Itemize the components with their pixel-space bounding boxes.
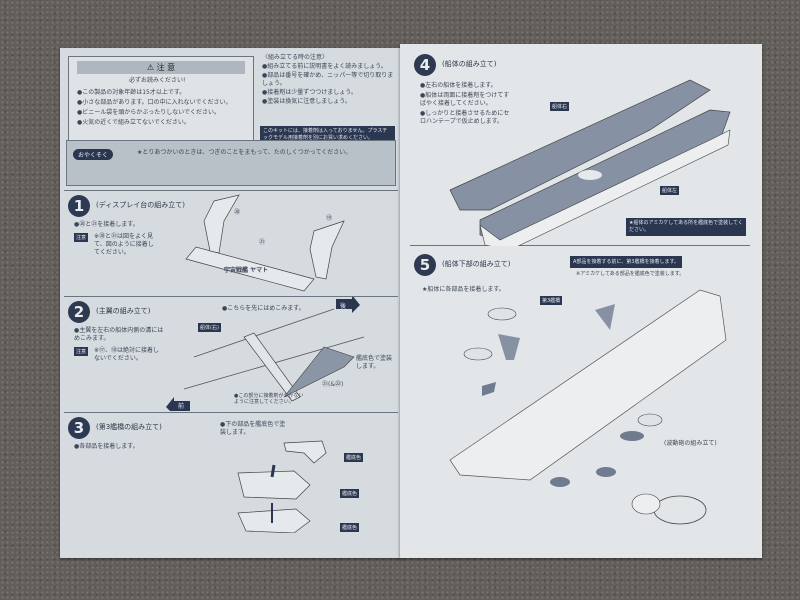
notes-title: 〈組み立てる時の注意〉 [262, 54, 329, 61]
step5-title: (船体下部の組み立て) [442, 260, 511, 268]
color-tag: 艦底色 [340, 489, 360, 498]
warning-line: ●ビニール袋を頭からかぶったりしないでください。 [77, 109, 221, 116]
step1-panel: 1 (ディスプレイ台の組み立て) ●⑳と㉑を接着します。 注意 ※⑳と㉑は図をよ… [64, 190, 398, 294]
part-label: ㉑ [259, 239, 266, 246]
warning-line: ●小さな部品があります。口の中に入れないでください。 [77, 99, 232, 106]
step2-note: ※⑰、⑱は絶対に接着しないでください。 [94, 347, 160, 362]
display-stand-drawing [185, 194, 345, 292]
step3-title: (第3艦橋の組み立て) [96, 423, 162, 431]
yamato-logo: 宇宙戦艦 ヤマト [224, 267, 269, 274]
front-arrow-label: 前 [178, 403, 185, 410]
promise-label: おやくそく [73, 149, 114, 160]
step1-number: 1 [68, 195, 90, 217]
step4-panel: 4 (船体の組み立て) ●左右の船体を接着します。 ●船体は両面に接着剤をつけて… [410, 50, 750, 246]
step4-line: ●船体は両面に接着剤をつけてすばやく接着してください。 [420, 92, 510, 107]
step3-number: 3 [68, 417, 90, 439]
paint-note: 艦底色で塗装します。 [356, 355, 393, 370]
step4-number: 4 [414, 54, 436, 76]
color-tag: 艦底色 [344, 453, 364, 462]
warning-title: ⚠ 注 意 [77, 61, 245, 74]
step2-title: (主翼の組み立て) [96, 307, 151, 315]
part-label: ⑳ [234, 209, 241, 216]
step4-line: ●左右の船体を接着します。 [420, 82, 497, 89]
step5-sub: ※アミカケしてある部品を艦底色で塗装します。 [576, 271, 685, 277]
notes-line: ●塗装は換気に注意しましょう。 [262, 98, 351, 105]
lower-hull-drawing [449, 289, 727, 525]
warning-subtitle: 必ずお読みください! [129, 77, 186, 84]
step5-panel: 5 (船体下部の組み立て) A部品を接着する前に、第3艦橋を接着します。 ※アミ… [410, 250, 750, 550]
step4-title: (船体の組み立て) [442, 60, 497, 68]
main-wing-drawing [166, 297, 365, 411]
adhesive-banner: このキットには、接着剤は入っておりません。プラスチックモデル用接着剤を別にお買い… [260, 126, 395, 144]
warning-lines: ●この製品の対象年齢は15才以上です。 ●小さな部品があります。口の中に入れない… [77, 89, 249, 127]
left-page: ⚠ 注 意 必ずお読みください! ●この製品の対象年齢は15才以上です。 ●小さ… [60, 48, 402, 558]
hull-drawing [449, 79, 731, 246]
step1-title: (ディスプレイ台の組み立て) [96, 201, 185, 209]
step1-text: ●⑳と㉑を接着します。 [74, 221, 139, 228]
caution-tag: 注意 [74, 347, 89, 356]
part-label: ⑲ [326, 215, 333, 222]
hull-right-tag: 船体(右) [198, 323, 221, 332]
third-bridge-tag: 第3艦橋 [540, 296, 563, 305]
hull-right-tag: 船体右 [550, 102, 570, 111]
rear-arrow-label: 後 [340, 303, 347, 310]
step5-text: ★船体に各部品を接着します。 [422, 286, 505, 293]
notes-lines: 〈組み立てる時の注意〉 ●組み立てる前に説明書をよく読みましょう。 ●部品は番号… [262, 54, 394, 106]
caution-tag: 注意 [74, 233, 89, 242]
step4-paint-note: ★船体のアミカケしてある所を艦底色で塗装してください。 [626, 218, 746, 236]
warning-line: ●この製品の対象年齢は15才以上です。 [77, 89, 186, 96]
step4-lines: ●左右の船体を接着します。 ●船体は両面に接着剤をつけてすばやく接着してください… [420, 82, 510, 126]
step3-panel: 3 (第3艦橋の組み立て) ●各部品を接着します。 ●下の部品を艦底色で塗装しま… [64, 412, 398, 533]
hull-left-tag: 船体左 [660, 186, 680, 195]
step5-banner: A部品を接着する前に、第3艦橋を接着します。 [570, 256, 682, 268]
assembly-notes: 〈組み立てる時の注意〉 ●組み立てる前に説明書をよく読みましょう。 ●部品は番号… [260, 54, 396, 146]
third-bridge-drawing [237, 440, 327, 533]
step2-text: ●主翼を左右の船体内側の溝にはめこみます。 [74, 327, 164, 342]
step2-caution: ●この部分に接着剤がつかないように注意してください。 [234, 393, 304, 405]
step3-text: ●各部品を接着します。 [74, 443, 139, 450]
promise-box: おやくそく ★とりあつかいのときは、つぎのことをまもって、たのしくつかってくださ… [66, 140, 396, 186]
promise-text: ★とりあつかいのときは、つぎのことをまもって、たのしくつかってください。 [137, 149, 352, 156]
step3-note: ●下の部品を艦底色で塗装します。 [220, 421, 286, 436]
color-tag: 艦底色 [340, 523, 360, 532]
notes-line: ●部品は番号を確かめ、ニッパー等で切り取りましょう。 [262, 72, 394, 87]
warning-line: ●火気の近くで組み立てないでください。 [77, 119, 190, 126]
notes-line: ●組み立てる前に説明書をよく読みましょう。 [262, 63, 387, 70]
wave-motion-gun-title: (波動砲の組み立て) [664, 440, 717, 447]
step4-line: ●しっかりと接着させるためにセロハンテープで仮止めします。 [420, 110, 510, 125]
step5-number: 5 [414, 254, 436, 276]
notes-line: ●接着剤は少量ずつつけましょう。 [262, 89, 357, 96]
step1-note: ※⑳と㉑は図をよく見て、図のように接着してください。 [94, 233, 154, 256]
step2-panel: 2 (主翼の組み立て) ●主翼を左右の船体内側の溝にはめこみます。 注意 ※⑰、… [64, 296, 398, 411]
step2-number: 2 [68, 301, 90, 323]
part-label: ㉑(&㉒) [322, 381, 344, 388]
step2-callout: ●こちらを先にはめこみます。 [222, 305, 305, 312]
right-page: 4 (船体の組み立て) ●左右の船体を接着します。 ●船体は両面に接着剤をつけて… [400, 44, 762, 558]
